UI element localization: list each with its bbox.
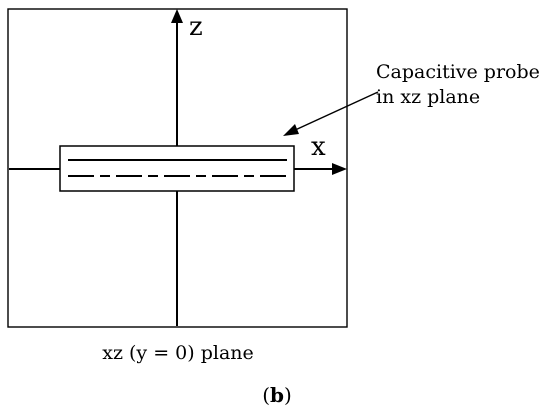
x-axis-label: x xyxy=(311,132,326,162)
figure-label-open: ( xyxy=(262,383,270,407)
z-axis-label: z xyxy=(189,12,203,42)
callout-arrowhead xyxy=(283,124,299,136)
x-axis-arrowhead xyxy=(332,163,347,175)
z-axis-arrowhead xyxy=(171,9,183,23)
plane-caption: xz (y = 0) plane xyxy=(102,342,254,364)
probe-callout-line2: in xz plane xyxy=(376,86,480,108)
figure-label: (b) xyxy=(262,383,292,407)
callout-arrow-line xyxy=(292,91,379,132)
figure-label-close: ) xyxy=(284,383,292,407)
figure-label-letter: b xyxy=(270,383,284,407)
probe-body xyxy=(59,145,295,192)
capacitive-probe xyxy=(59,145,295,192)
probe-callout-line1: Capacitive probe xyxy=(376,61,540,83)
xz-plane-frame xyxy=(7,8,348,328)
